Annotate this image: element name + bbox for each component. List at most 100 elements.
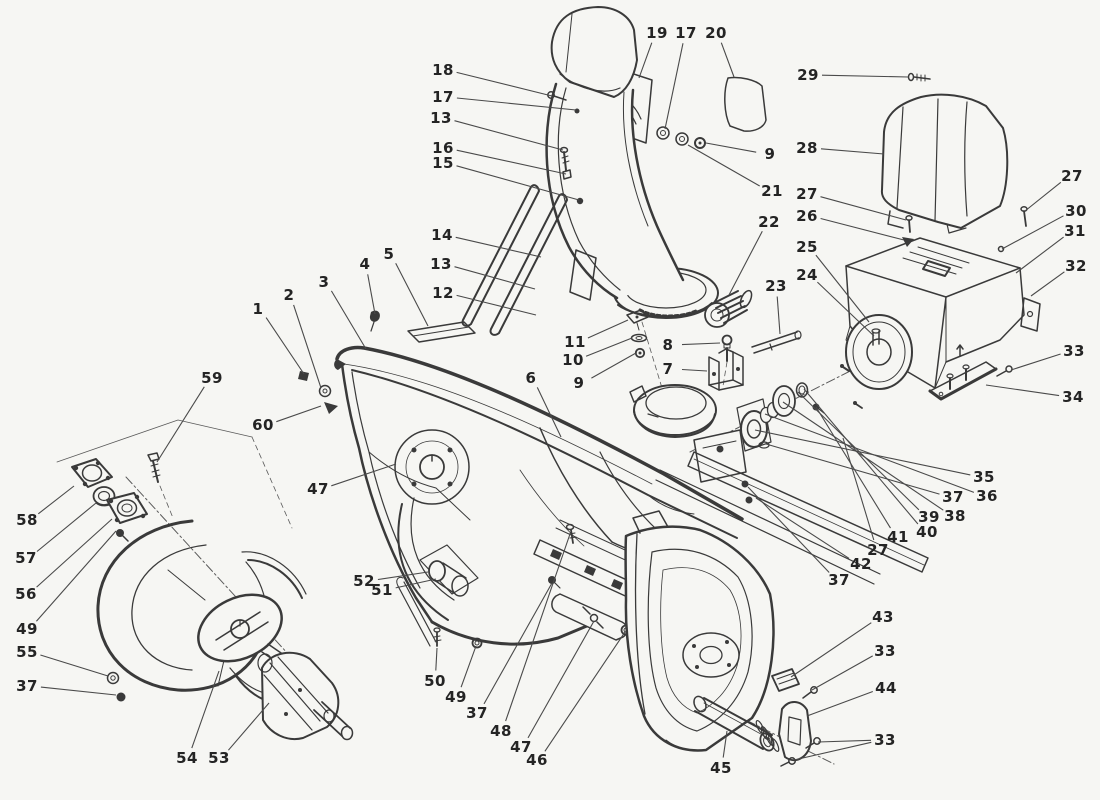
callout-32: 32 <box>1065 257 1087 275</box>
callout-37: 37 <box>828 571 850 589</box>
callout-9: 9 <box>574 374 585 392</box>
callout-47: 47 <box>307 480 329 498</box>
callout-20: 20 <box>705 24 727 42</box>
leader-line-37 <box>483 582 553 705</box>
screws-26-27 <box>902 215 914 247</box>
leader-line-9 <box>705 142 757 153</box>
carriage-bolt-8 <box>721 334 733 362</box>
bolt-49-left <box>116 529 129 542</box>
callout-60: 60 <box>252 416 274 434</box>
leader-line-34 <box>985 384 1060 397</box>
leader-line-13 <box>454 120 564 151</box>
callout-45: 45 <box>710 759 732 777</box>
leader-line-57 <box>36 502 97 552</box>
bracket-44 <box>778 701 812 762</box>
leader-line-18 <box>456 71 553 97</box>
callout-2: 2 <box>284 286 295 304</box>
leader-line-50 <box>435 647 438 671</box>
leader-line-53 <box>227 702 270 751</box>
callout-15: 15 <box>432 154 454 172</box>
callout-34: 34 <box>1062 388 1084 406</box>
leader-line-42 <box>755 497 850 559</box>
callout-43: 43 <box>872 608 894 626</box>
leader-line-37 <box>40 686 117 696</box>
leader-line-26 <box>820 217 905 241</box>
callout-27: 27 <box>796 185 818 203</box>
callout-25: 25 <box>796 238 818 256</box>
leader-line-47 <box>331 463 397 487</box>
leader-line-2 <box>293 304 322 389</box>
callout-17: 17 <box>675 24 697 42</box>
leader-line-36 <box>764 413 975 493</box>
callout-27: 27 <box>867 541 889 559</box>
spring-axle <box>755 719 780 753</box>
leader-line-33 <box>817 739 872 743</box>
callout-41: 41 <box>887 528 909 546</box>
callout-14: 14 <box>431 226 453 244</box>
carriage-bolt-47 <box>582 606 604 629</box>
leader-line-32 <box>1030 271 1065 297</box>
auger-bearing-51 <box>396 544 483 649</box>
leader-line-9 <box>591 352 637 379</box>
callout-48: 48 <box>490 722 512 740</box>
leader-line-43 <box>790 622 872 678</box>
callout-8: 8 <box>663 336 674 354</box>
leader-line-15 <box>456 165 580 201</box>
callout-13: 13 <box>430 109 452 127</box>
frame-rails <box>533 451 929 641</box>
leader-line-8 <box>681 342 721 346</box>
leader-line-16 <box>456 149 567 175</box>
drive-pulley <box>845 314 913 390</box>
screw-13 <box>559 146 570 171</box>
leader-line-45 <box>722 730 728 758</box>
leader-line-35 <box>754 429 971 476</box>
leader-line-10 <box>585 337 633 357</box>
callout-42: 42 <box>850 555 872 573</box>
callout-59: 59 <box>201 369 223 387</box>
leader-line-49 <box>35 530 117 622</box>
callout-24: 24 <box>796 266 818 284</box>
callout-21: 21 <box>761 182 783 200</box>
callout-36: 36 <box>976 487 998 505</box>
callout-35: 35 <box>973 468 995 486</box>
leader-line-3 <box>330 290 367 350</box>
leader-line-31 <box>1015 236 1064 274</box>
callout-58: 58 <box>16 511 38 529</box>
leader-line-5 <box>395 262 429 327</box>
leader-line-33 <box>811 655 873 691</box>
leader-line-4 <box>367 274 376 315</box>
nut-16 <box>562 169 572 180</box>
callout-55: 55 <box>16 643 38 661</box>
callout-16: 16 <box>432 139 454 157</box>
callout-7: 7 <box>663 360 674 378</box>
nut-49 <box>471 637 483 649</box>
callout-11: 11 <box>564 333 586 351</box>
callout-5: 5 <box>384 245 395 263</box>
callout-31: 31 <box>1064 222 1086 240</box>
spring-coupler-22 <box>704 289 753 328</box>
leader-line-1 <box>265 317 305 375</box>
callout-47: 47 <box>510 738 532 756</box>
leader-line-14 <box>455 236 542 258</box>
callout-26: 26 <box>796 207 818 225</box>
leader-line-27 <box>820 196 907 221</box>
leader-line-52 <box>377 571 429 581</box>
right-plate-hub <box>682 632 740 678</box>
callout-19: 19 <box>646 24 668 42</box>
leader-line-21 <box>687 144 760 187</box>
leader-line-30 <box>1001 215 1064 250</box>
bolt-15 <box>576 197 584 205</box>
belt-cover-28 <box>880 72 1009 234</box>
leader-line-33 <box>793 741 872 761</box>
auger-gearbox <box>257 643 354 741</box>
access-panel-20 <box>724 76 767 132</box>
callout-54: 54 <box>176 749 198 767</box>
callout-30: 30 <box>1065 202 1087 220</box>
pin-frame <box>956 344 964 357</box>
impeller-bearing-assembly <box>736 364 863 452</box>
callout-56: 56 <box>15 585 37 603</box>
callout-23: 23 <box>765 277 787 295</box>
callout-49: 49 <box>445 688 467 706</box>
